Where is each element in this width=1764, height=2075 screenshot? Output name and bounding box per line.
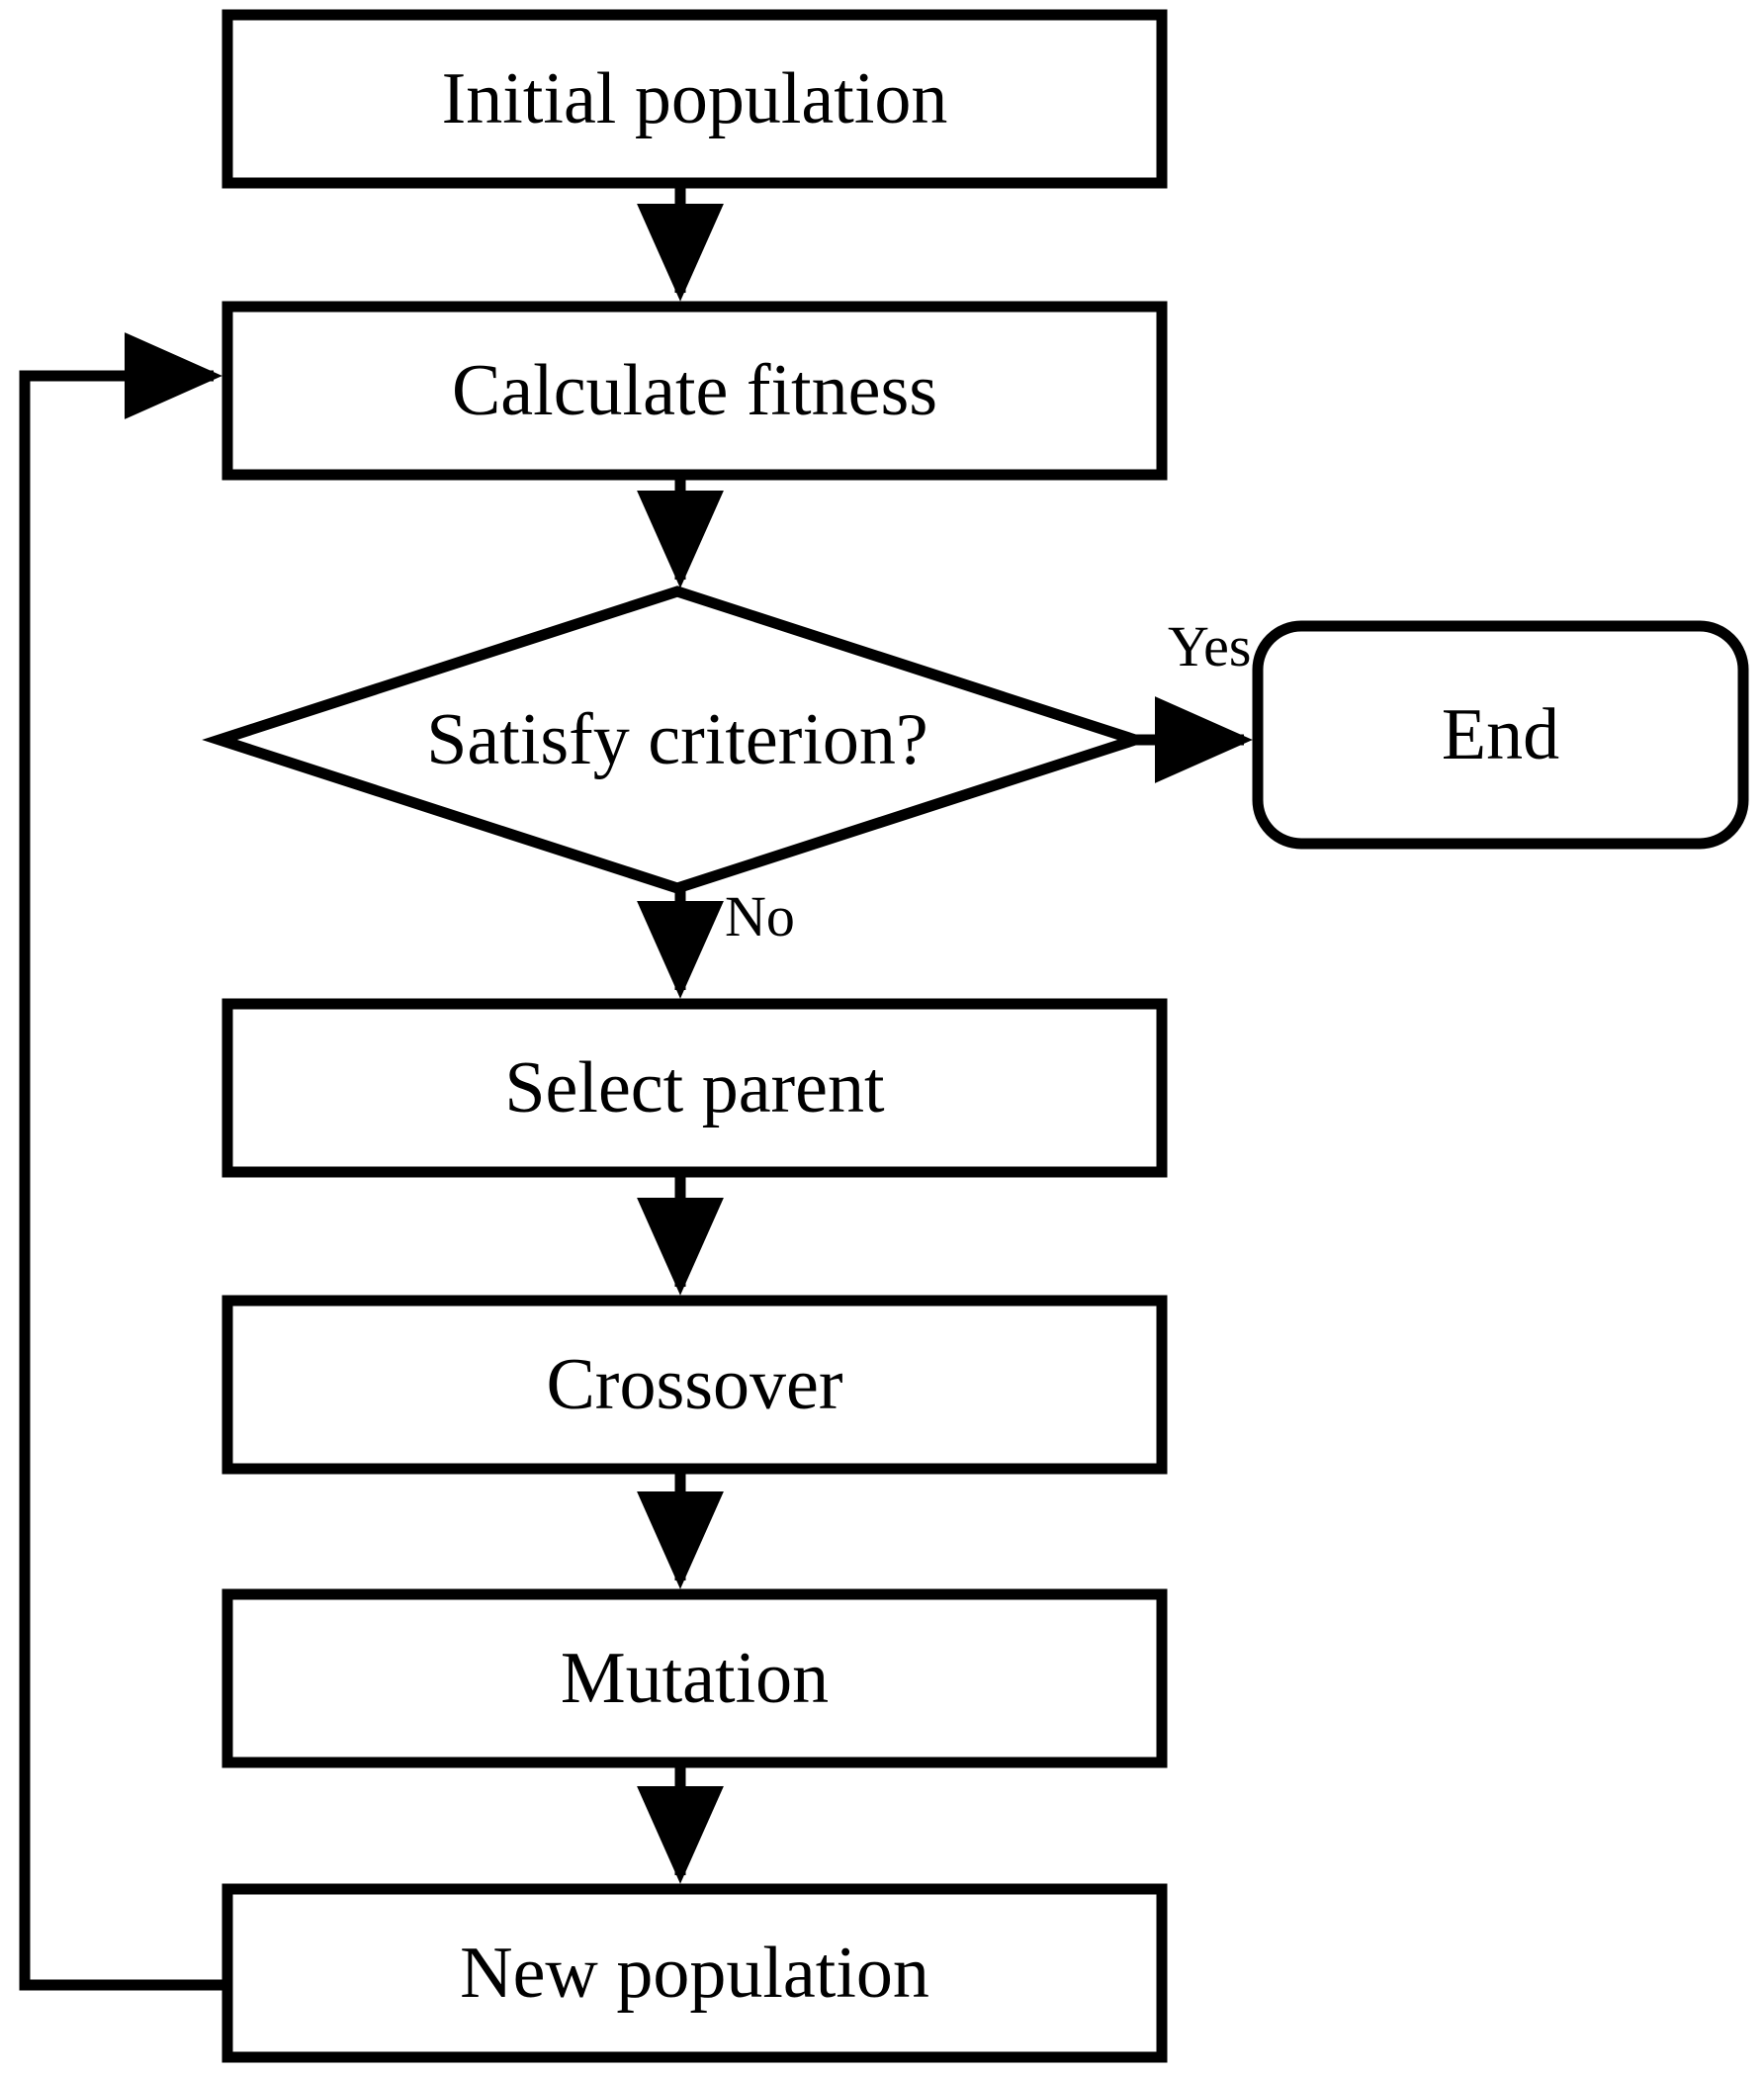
- node-new-population-shape[interactable]: [221, 1883, 1168, 2063]
- node-mutation-shape[interactable]: [221, 1588, 1168, 1768]
- node-end-shape[interactable]: [1252, 620, 1749, 850]
- node-calculate-fitness-shape[interactable]: [221, 301, 1168, 481]
- node-select-parent-shape[interactable]: [221, 998, 1168, 1178]
- node-satisfy-criterion-shape[interactable]: [202, 586, 1153, 894]
- node-initial-population-shape[interactable]: [221, 9, 1168, 189]
- node-crossover-shape[interactable]: [221, 1295, 1168, 1475]
- edge-new-population-feedback-to-fitness: [19, 332, 227, 1991]
